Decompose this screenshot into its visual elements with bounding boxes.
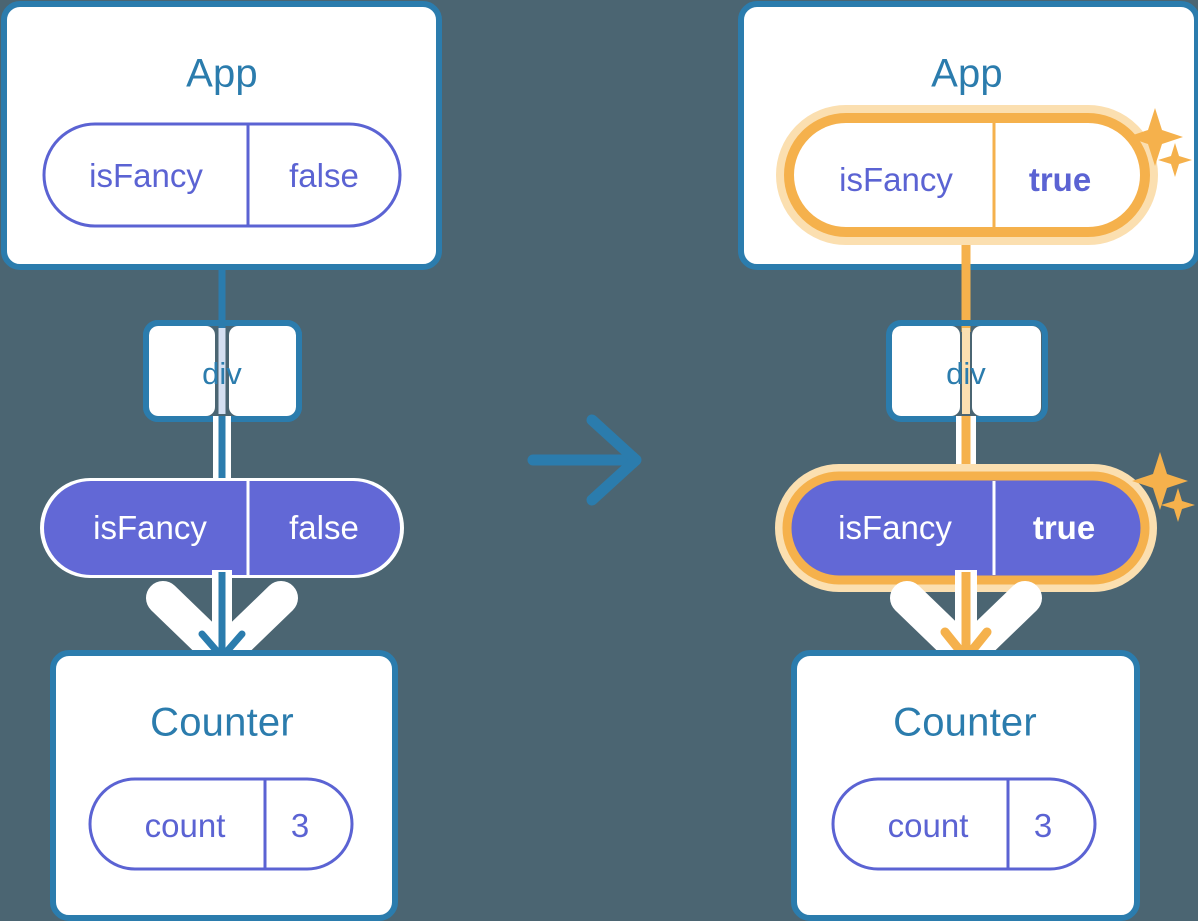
counter-state-pill: [831, 777, 1097, 871]
sparkle-icon-app: [1127, 108, 1192, 177]
before-panel: [1, 1, 442, 921]
app-pill-key: isFancy: [839, 161, 953, 198]
counter-title: Counter: [150, 700, 294, 745]
prop-pill-value: false: [289, 509, 359, 546]
app-state-pill-highlighted: [776, 105, 1158, 245]
counter-pill-key: count: [887, 807, 969, 844]
app-title: App: [931, 51, 1003, 96]
prop-flow-arrow: [146, 570, 298, 672]
div-label: div: [202, 356, 242, 391]
prop-pill-highlighted: [775, 464, 1157, 592]
prop-pill-value: true: [1032, 509, 1096, 546]
after-panel: [738, 1, 1198, 921]
app-pill-value: true: [1028, 161, 1092, 198]
app-title: App: [186, 51, 258, 96]
sparkle-icon-prop: [1132, 452, 1195, 522]
prop-pill: [40, 478, 404, 578]
counter-state-pill: [88, 777, 354, 871]
counter-pill-key: count: [144, 807, 226, 844]
prop-pill-key: isFancy: [93, 509, 207, 546]
app-pill-value: false: [289, 157, 359, 194]
prop-pill-key: isFancy: [838, 509, 952, 546]
counter-pill-value: 3: [290, 807, 310, 844]
app-pill-key: isFancy: [89, 157, 203, 194]
transition-arrow: [527, 414, 642, 506]
app-state-pill: [42, 122, 402, 228]
counter-title: Counter: [893, 700, 1037, 745]
div-label: div: [946, 356, 986, 391]
counter-pill-value: 3: [1033, 807, 1053, 844]
